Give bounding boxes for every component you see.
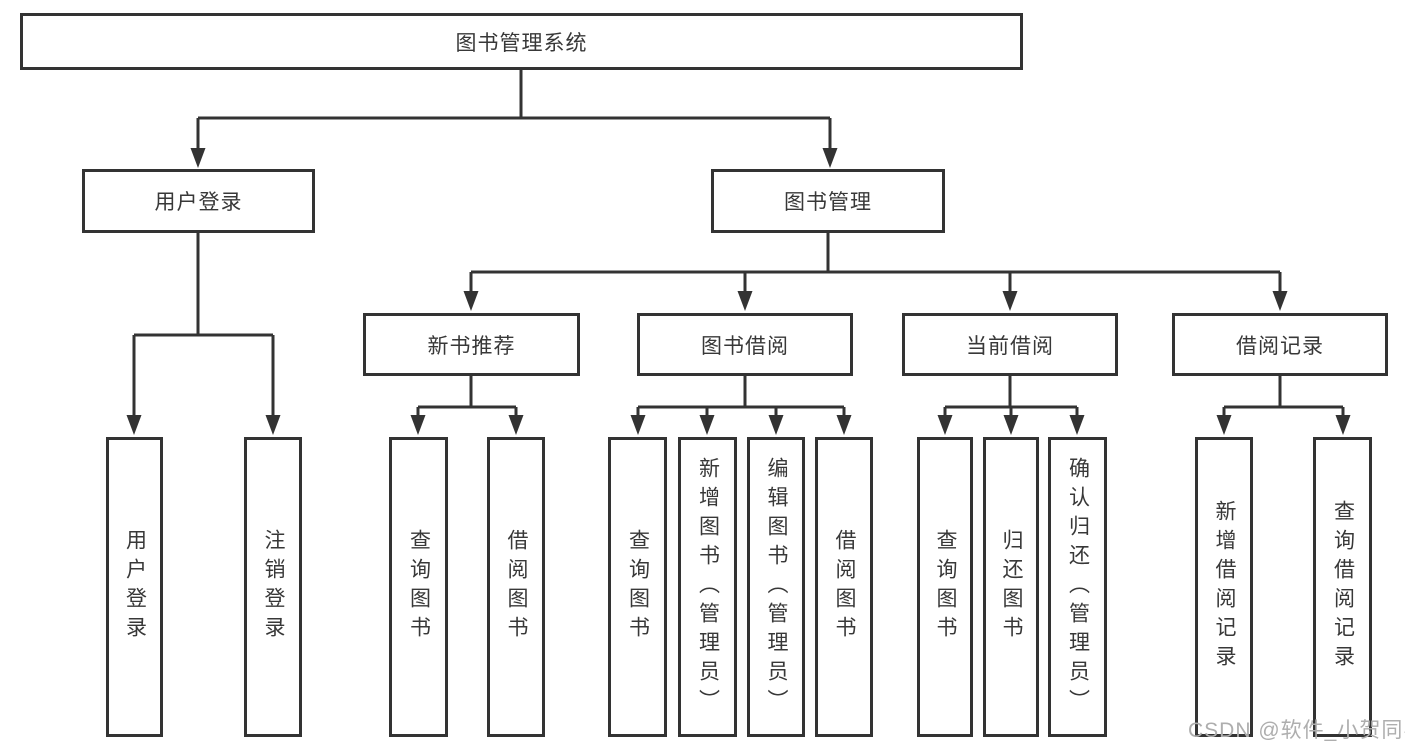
leaf-query-books-current: 查询图书 bbox=[917, 437, 973, 737]
arrow-down-icon bbox=[822, 148, 838, 168]
node-book-borrow: 图书借阅 bbox=[637, 313, 853, 376]
arrow-down-icon bbox=[630, 415, 646, 435]
leaf-confirm-return-admin: 确认归还（管理员） bbox=[1048, 437, 1107, 737]
leaf-user-login: 用户登录 bbox=[106, 437, 163, 737]
node-book-management: 图书管理 bbox=[711, 169, 945, 233]
arrow-down-icon bbox=[1272, 291, 1288, 311]
leaf-query-borrow-record: 查询借阅记录 bbox=[1313, 437, 1372, 737]
arrow-down-icon bbox=[768, 415, 784, 435]
node-label: 图书借阅 bbox=[701, 334, 789, 358]
leaf-borrow-books-recommend: 借阅图书 bbox=[487, 437, 545, 737]
arrow-down-icon bbox=[1335, 415, 1351, 435]
arrow-down-icon bbox=[410, 415, 426, 435]
arrow-down-icon bbox=[190, 148, 206, 168]
leaf-query-books-recommend: 查询图书 bbox=[389, 437, 448, 737]
arrow-down-icon bbox=[836, 415, 852, 435]
node-borrow-records: 借阅记录 bbox=[1172, 313, 1388, 376]
node-new-book-recommend: 新书推荐 bbox=[363, 313, 580, 376]
node-user-login: 用户登录 bbox=[82, 169, 315, 233]
node-label: 当前借阅 bbox=[966, 334, 1054, 358]
node-current-borrow: 当前借阅 bbox=[902, 313, 1118, 376]
leaf-add-book-admin: 新增图书（管理员） bbox=[678, 437, 737, 737]
leaf-add-borrow-record: 新增借阅记录 bbox=[1195, 437, 1253, 737]
leaf-edit-book-admin: 编辑图书（管理员） bbox=[747, 437, 805, 737]
node-root-library-system: 图书管理系统 bbox=[20, 13, 1023, 70]
leaf-logout-login: 注销登录 bbox=[244, 437, 302, 737]
leaf-borrow-books-borrow: 借阅图书 bbox=[815, 437, 873, 737]
tree-edges bbox=[132, 69, 1345, 417]
node-label: 图书管理系统 bbox=[455, 31, 588, 55]
arrow-down-icon bbox=[737, 291, 753, 311]
arrow-down-icon bbox=[1069, 415, 1085, 435]
csdn-watermark: CSDN @软件_小贺同学 bbox=[1188, 719, 1405, 742]
arrow-down-icon bbox=[1216, 415, 1232, 435]
arrow-down-icon bbox=[1002, 291, 1018, 311]
node-label: 新书推荐 bbox=[427, 334, 516, 358]
arrow-down-icon bbox=[937, 415, 953, 435]
arrow-down-icon bbox=[699, 415, 715, 435]
arrow-down-icon bbox=[508, 415, 524, 435]
leaf-query-books-borrow: 查询图书 bbox=[608, 437, 667, 737]
node-label: 用户登录 bbox=[154, 191, 243, 214]
leaf-return-book: 归还图书 bbox=[983, 437, 1039, 737]
arrowhead-icons bbox=[126, 148, 1351, 435]
arrow-down-icon bbox=[463, 291, 479, 311]
node-label: 图书管理 bbox=[784, 191, 872, 214]
arrow-down-icon bbox=[265, 415, 281, 435]
node-label: 借阅记录 bbox=[1236, 334, 1324, 358]
arrow-down-icon bbox=[126, 415, 142, 435]
arrow-down-icon bbox=[1003, 415, 1019, 435]
